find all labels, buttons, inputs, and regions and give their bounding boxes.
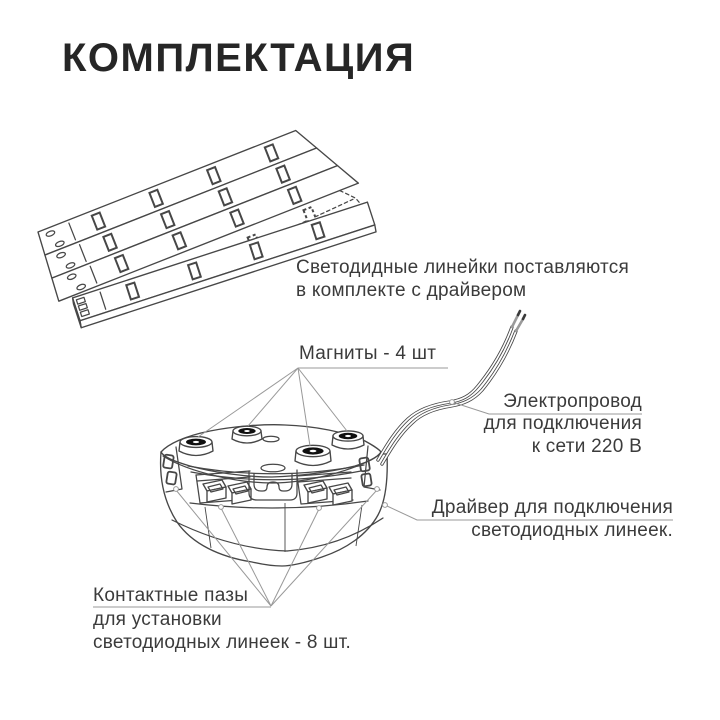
power-cord-callout-lines xyxy=(449,399,642,415)
magnet-4 xyxy=(331,430,365,450)
driver-illustration xyxy=(159,424,388,567)
contact-slots-label: Контактные пазы для установки светодиодн… xyxy=(93,584,351,655)
power-cord-label: Электропровод для подключения к сети 220… xyxy=(484,391,642,458)
magnets-callout-lines xyxy=(197,367,448,447)
indicator-dot xyxy=(382,502,388,508)
cable-gland xyxy=(248,463,298,501)
driver-leader xyxy=(386,505,673,521)
led-strips-illustration xyxy=(37,129,377,329)
strip-contact-holes xyxy=(45,222,98,291)
magnet-2 xyxy=(231,425,263,444)
driver-label: Драйвер для подключения светодиодных лин… xyxy=(432,496,673,542)
power-cord-label-line-3: к сети 220 В xyxy=(531,435,642,457)
wire-stripped-tips xyxy=(510,309,527,333)
driver-label-line-1: Драйвер для подключения xyxy=(431,497,673,518)
body-seam xyxy=(355,504,363,547)
driver-label-line-2: светодиодных линеек. xyxy=(471,520,673,541)
contact-slots-label-line-2: для установки xyxy=(93,608,222,630)
magnets-label: Магниты - 4 шт xyxy=(299,343,437,364)
power-cord-label-line-1: Электропровод xyxy=(503,391,642,412)
magnet-1 xyxy=(178,435,214,457)
indicator-dot xyxy=(449,399,455,405)
power-cord-label-line-2: для подключения xyxy=(483,413,642,435)
indicator-dot xyxy=(173,486,179,492)
note-text: Светодидные линейки поставляются в компл… xyxy=(296,256,629,302)
driver-callout-lines xyxy=(382,502,673,521)
body-seam xyxy=(204,506,212,549)
strip-connector-end xyxy=(75,291,107,318)
page-title: КОМПЛЕКТАЦИЯ xyxy=(62,36,416,80)
indicator-dot xyxy=(218,504,224,510)
contact-slots-label-line-1: Контактные пазы xyxy=(93,585,249,606)
plate-hole xyxy=(262,435,280,443)
led-chips xyxy=(90,143,303,274)
side-contact-slots-left xyxy=(162,446,183,493)
contact-slots-label-line-3: светодиодных линеек - 8 шт. xyxy=(93,632,352,653)
power-cord-leader xyxy=(451,401,642,415)
note-line-2: в комплекте с драйвером xyxy=(296,280,527,301)
led-strip-detached xyxy=(71,201,377,329)
note-line-1: Светодидные линейки поставляются xyxy=(296,257,630,278)
indicator-dot xyxy=(316,505,322,511)
magnet-3 xyxy=(294,444,332,467)
contact-slot-group-left xyxy=(195,470,253,505)
indicator-dot xyxy=(374,486,380,492)
contact-slots-callout-lines xyxy=(93,486,380,608)
